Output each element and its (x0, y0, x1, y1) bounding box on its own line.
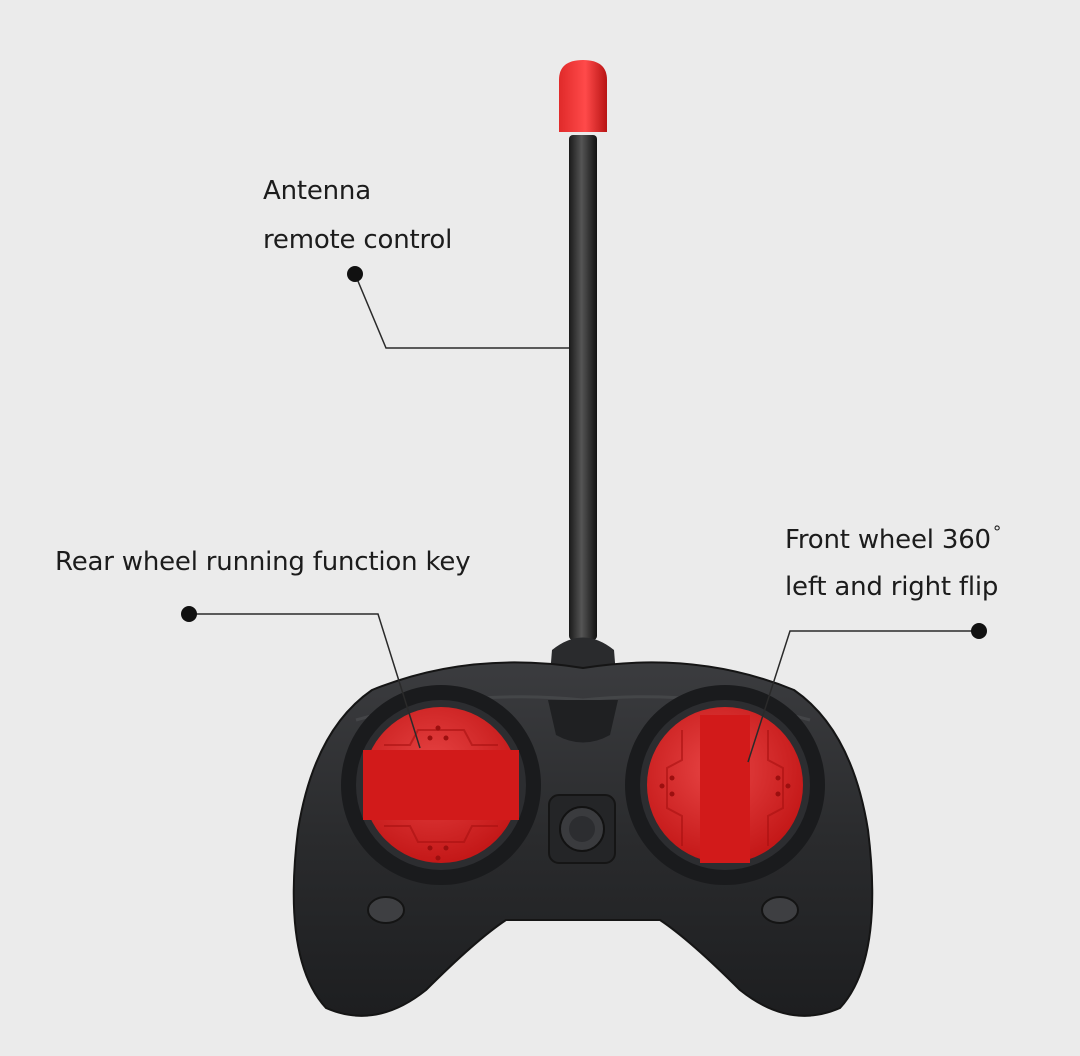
rear-wheel-key[interactable] (341, 685, 541, 885)
antenna-sublabel: remote control (263, 225, 453, 255)
front-wheel-sublabel: left and right flip (785, 572, 999, 602)
antenna-label: Antenna (263, 176, 371, 206)
antenna (548, 60, 618, 700)
antenna-tip (559, 60, 607, 132)
right-side-button[interactable] (761, 896, 799, 924)
antenna-callout-line (347, 266, 569, 349)
front-wheel-callout-dot (971, 623, 987, 639)
rear-wheel-label: Rear wheel running function key (55, 547, 471, 577)
rear-wheel-callout-line (181, 606, 421, 749)
front-wheel-callout-line (747, 623, 987, 763)
front-wheel-label: Front wheel 360° (785, 523, 1002, 555)
antenna-callout-dot (347, 266, 363, 282)
degree-symbol: ° (992, 523, 1002, 543)
front-wheel-key[interactable] (625, 685, 825, 885)
front-wheel-label-text: Front wheel 360 (785, 525, 991, 555)
center-button[interactable] (548, 794, 616, 864)
left-side-button[interactable] (367, 896, 405, 924)
rear-wheel-callout-dot (181, 606, 197, 622)
antenna-rod (569, 135, 597, 640)
